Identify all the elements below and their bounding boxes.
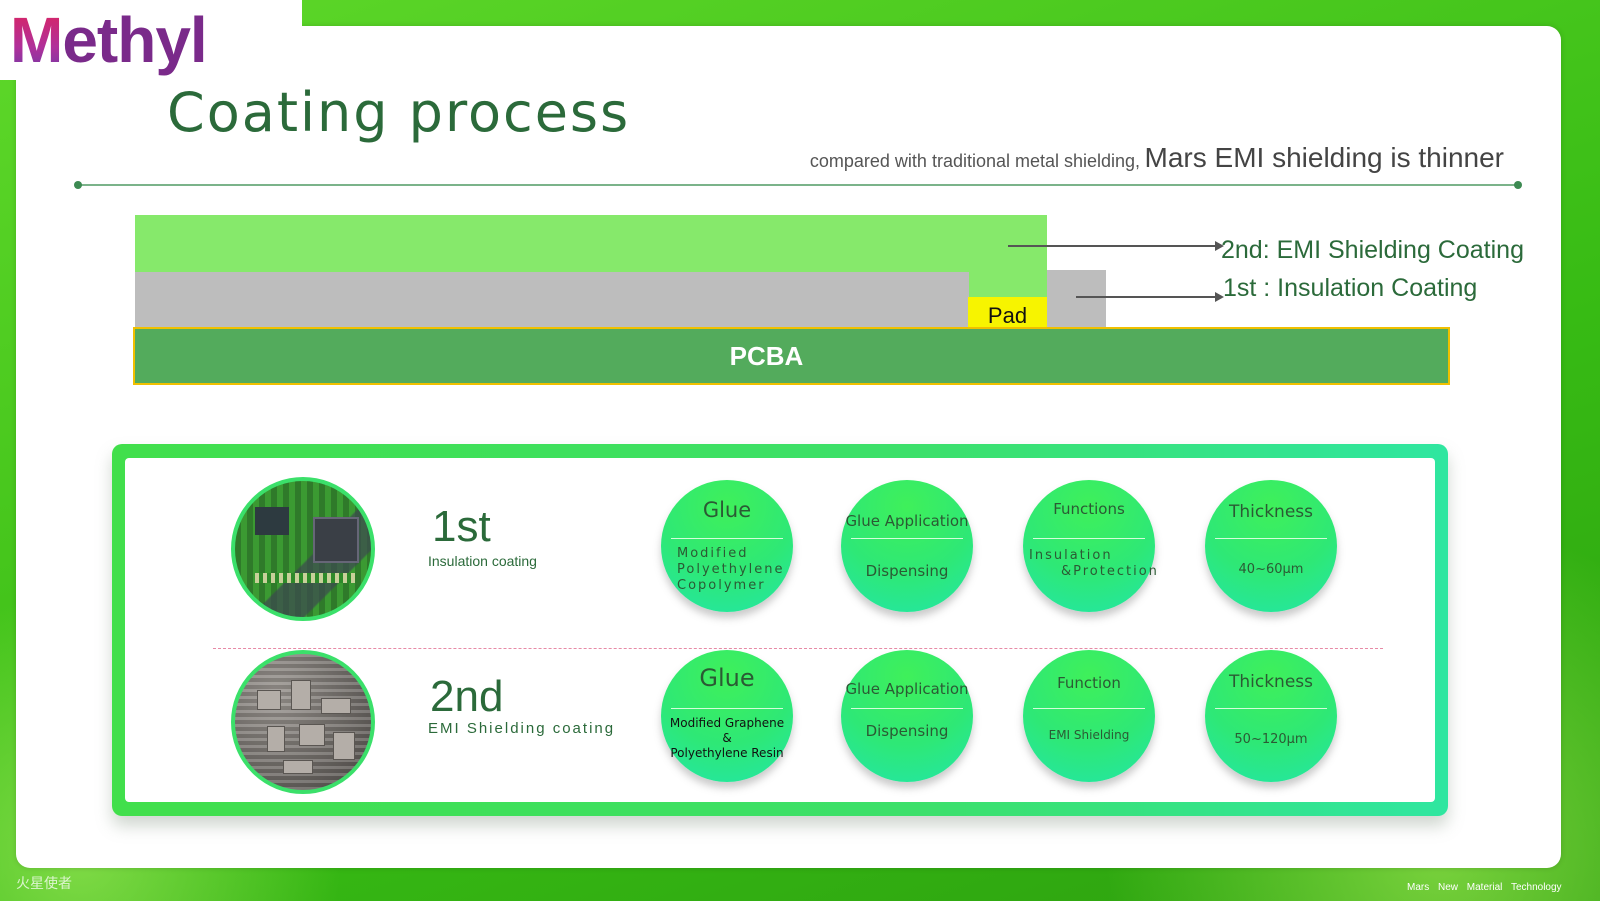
bubble-application-1: Glue Application Dispensing [841, 480, 973, 612]
bubble-thickness-2: Thickness 50~120μm [1205, 650, 1337, 782]
bubble-head: Thickness [1228, 502, 1314, 522]
page-title: Coating process [167, 81, 631, 144]
bubble-body: 40~60μm [1238, 562, 1304, 577]
pad-block: Pad [968, 297, 1047, 331]
step2-number: 2nd [430, 672, 504, 721]
bubble-application-2: Glue Application Dispensing [841, 650, 973, 782]
footer-company: Mars New Material Technology [1407, 882, 1562, 893]
bubble-head: Glue [702, 498, 752, 522]
bubble-body: Modified Polyethylene Copolymer [677, 546, 793, 594]
logo-text: ethyl [62, 4, 207, 76]
footer-brand: 火星使者 [16, 876, 72, 892]
pcba-board: PCBA [133, 327, 1450, 385]
arrow-icon [1008, 241, 1224, 251]
arrow-icon [1076, 292, 1224, 302]
bubble-head: Glue Application [845, 512, 969, 530]
logo: Methyl [0, 0, 302, 80]
bubble-body: Insulation &Protection [1029, 548, 1159, 580]
bubble-body-line: Polyethylene Resin [670, 746, 784, 760]
bubble-body: Modified Graphene & Polyethylene Resin [661, 716, 793, 761]
bubble-glue-1: Glue Modified Polyethylene Copolymer [661, 480, 793, 612]
layer2-label: 2nd: EMI Shielding Coating [1221, 236, 1524, 264]
bubble-body-line: &Protection [1061, 564, 1159, 579]
insulation-layer-edge [1047, 270, 1106, 329]
bubble-head: Glue Application [845, 680, 969, 698]
bubble-function-2: Function EMI Shielding [1023, 650, 1155, 782]
bubble-body-line: & [722, 731, 732, 745]
bubble-head: Functions [1053, 500, 1125, 518]
logo-mark: M [10, 4, 63, 76]
pad-label: Pad [987, 303, 1028, 328]
layer1-label: 1st : Insulation Coating [1223, 274, 1478, 302]
step2-subtitle: EMI Shielding coating [428, 720, 616, 737]
step1-subtitle: Insulation coating [428, 553, 537, 569]
bubble-functions-1: Functions Insulation &Protection [1023, 480, 1159, 612]
step1-number: 1st [432, 502, 491, 551]
subtitle-big: Mars EMI shielding is thinner [1144, 142, 1504, 173]
subtitle-small: compared with traditional metal shieldin… [809, 151, 1141, 171]
bubble-body-line: Modified [677, 546, 749, 561]
bubble-body: Dispensing [865, 562, 949, 580]
bubble-body-line: Copolymer [677, 578, 766, 593]
bubble-body-line: Insulation [1029, 548, 1113, 563]
title-divider [74, 181, 1522, 189]
circuit-board-photo [231, 477, 375, 621]
pcba-label: PCBA [729, 340, 804, 371]
bubble-glue-2: Glue Modified Graphene & Polyethylene Re… [661, 650, 793, 782]
coated-board-photo [231, 650, 375, 794]
bubble-body-line: Polyethylene [677, 562, 785, 577]
insulation-layer [135, 272, 969, 329]
bubble-head: Glue [699, 664, 755, 692]
subtitle: compared with traditional metal shieldin… [810, 142, 1504, 174]
bubble-body-line: Modified Graphene [669, 716, 785, 730]
bubble-thickness-1: Thickness 40~60μm [1205, 480, 1337, 612]
bubble-body: 50~120μm [1234, 732, 1308, 747]
bubble-head: Function [1057, 674, 1121, 692]
row-separator [213, 648, 1383, 649]
bubble-body: EMI Shielding [1048, 728, 1130, 742]
bubble-body: Dispensing [865, 722, 949, 740]
bubble-head: Thickness [1228, 672, 1314, 692]
